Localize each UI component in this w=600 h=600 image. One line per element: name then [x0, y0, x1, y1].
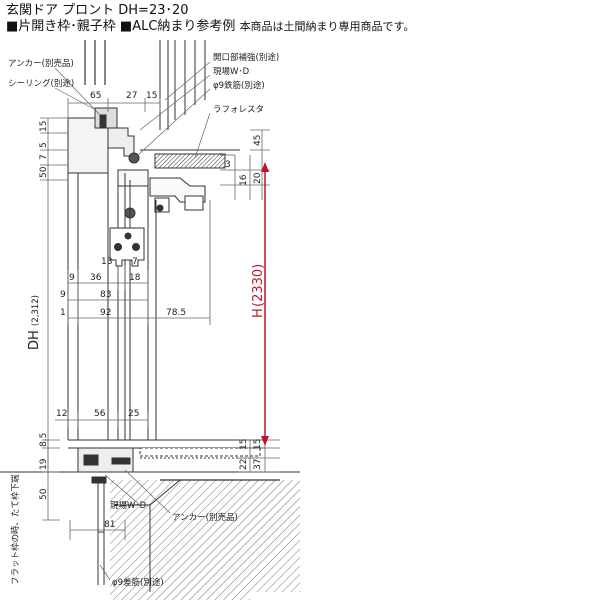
dim-3: 3	[225, 160, 231, 170]
title: 玄関ドア プロント DH=23･20	[6, 3, 189, 18]
dim-15-top: 15	[146, 91, 157, 101]
dim-83: 83	[100, 290, 111, 300]
label-lath: ラフォレスタ	[213, 105, 264, 115]
dim-5-left: 5	[39, 142, 49, 148]
dim-15-left: 15	[39, 121, 49, 132]
floor-slab	[0, 471, 300, 600]
top-wall	[84, 40, 240, 169]
door-leaf	[67, 173, 157, 440]
label-sealing: シーリング(別途)	[8, 78, 74, 89]
dim-27: 27	[126, 91, 137, 101]
dim-36: 36	[90, 273, 102, 283]
dim-7: 7	[132, 257, 138, 267]
dim-92: 92	[100, 308, 111, 318]
dim-15c: 15	[253, 439, 263, 450]
dim-65: 65	[90, 91, 101, 101]
leader-lines	[54, 61, 211, 581]
dim-9a: 9	[69, 273, 75, 283]
label-anchor-top: アンカー(別売品)	[8, 58, 74, 69]
dim-50-left: 50	[39, 166, 49, 178]
label-rebar-top: φ9鉄筋(別途)	[213, 80, 265, 91]
subtitle: ■片開き枠･親子枠 ■ALC納まり参考例 本商品は土間納まり専用商品です。	[6, 19, 414, 34]
dim-19: 19	[39, 458, 49, 470]
dim-45: 45	[253, 135, 263, 146]
dim-78-5: 78.5	[166, 308, 186, 318]
label-site-wd-bottom: 現場W･D	[110, 500, 147, 511]
label-flat-note: フラット枠の時、たて枠下端	[10, 474, 21, 585]
label-dh-value: (2,312)	[31, 295, 41, 326]
dim-81: 81	[104, 520, 115, 530]
subtitle-main: ■片開き枠･親子枠 ■ALC納まり参考例	[6, 19, 236, 34]
label-dh: DH	[27, 330, 42, 350]
label-anchor-bottom: アンカー(別売品)	[172, 512, 238, 523]
label-opening-reinforce: 開口部補強(別途)	[213, 52, 279, 63]
rebar	[97, 482, 105, 585]
dim-50b: 50	[39, 488, 49, 500]
dim-56: 56	[94, 409, 106, 419]
dim-13: 13	[101, 257, 112, 267]
dim-37: 37	[253, 459, 263, 470]
dim-22: 22	[239, 459, 249, 470]
label-h: H	[251, 308, 266, 318]
sill	[68, 439, 265, 484]
dim-8-5: 8.5	[39, 433, 49, 447]
label-rebar-bottom: φ9差筋(別途)	[112, 577, 164, 588]
dim-15b: 15	[239, 439, 249, 450]
dim-1: 1	[60, 308, 66, 318]
dim-25: 25	[128, 409, 139, 419]
dim-16: 16	[239, 174, 249, 186]
dim-7-left: 7	[39, 154, 49, 160]
lath-hatch	[154, 153, 226, 169]
h-dimension	[261, 162, 269, 446]
label-h-value: (2330)	[251, 264, 266, 307]
dim-20: 20	[253, 172, 263, 184]
dim-18: 18	[129, 273, 141, 283]
subtitle-note: 本商品は土間納まり専用商品です。	[239, 20, 415, 33]
dim-9b: 9	[60, 290, 66, 300]
dim-12: 12	[56, 409, 67, 419]
label-site-wd-top: 現場W･D	[213, 66, 250, 77]
